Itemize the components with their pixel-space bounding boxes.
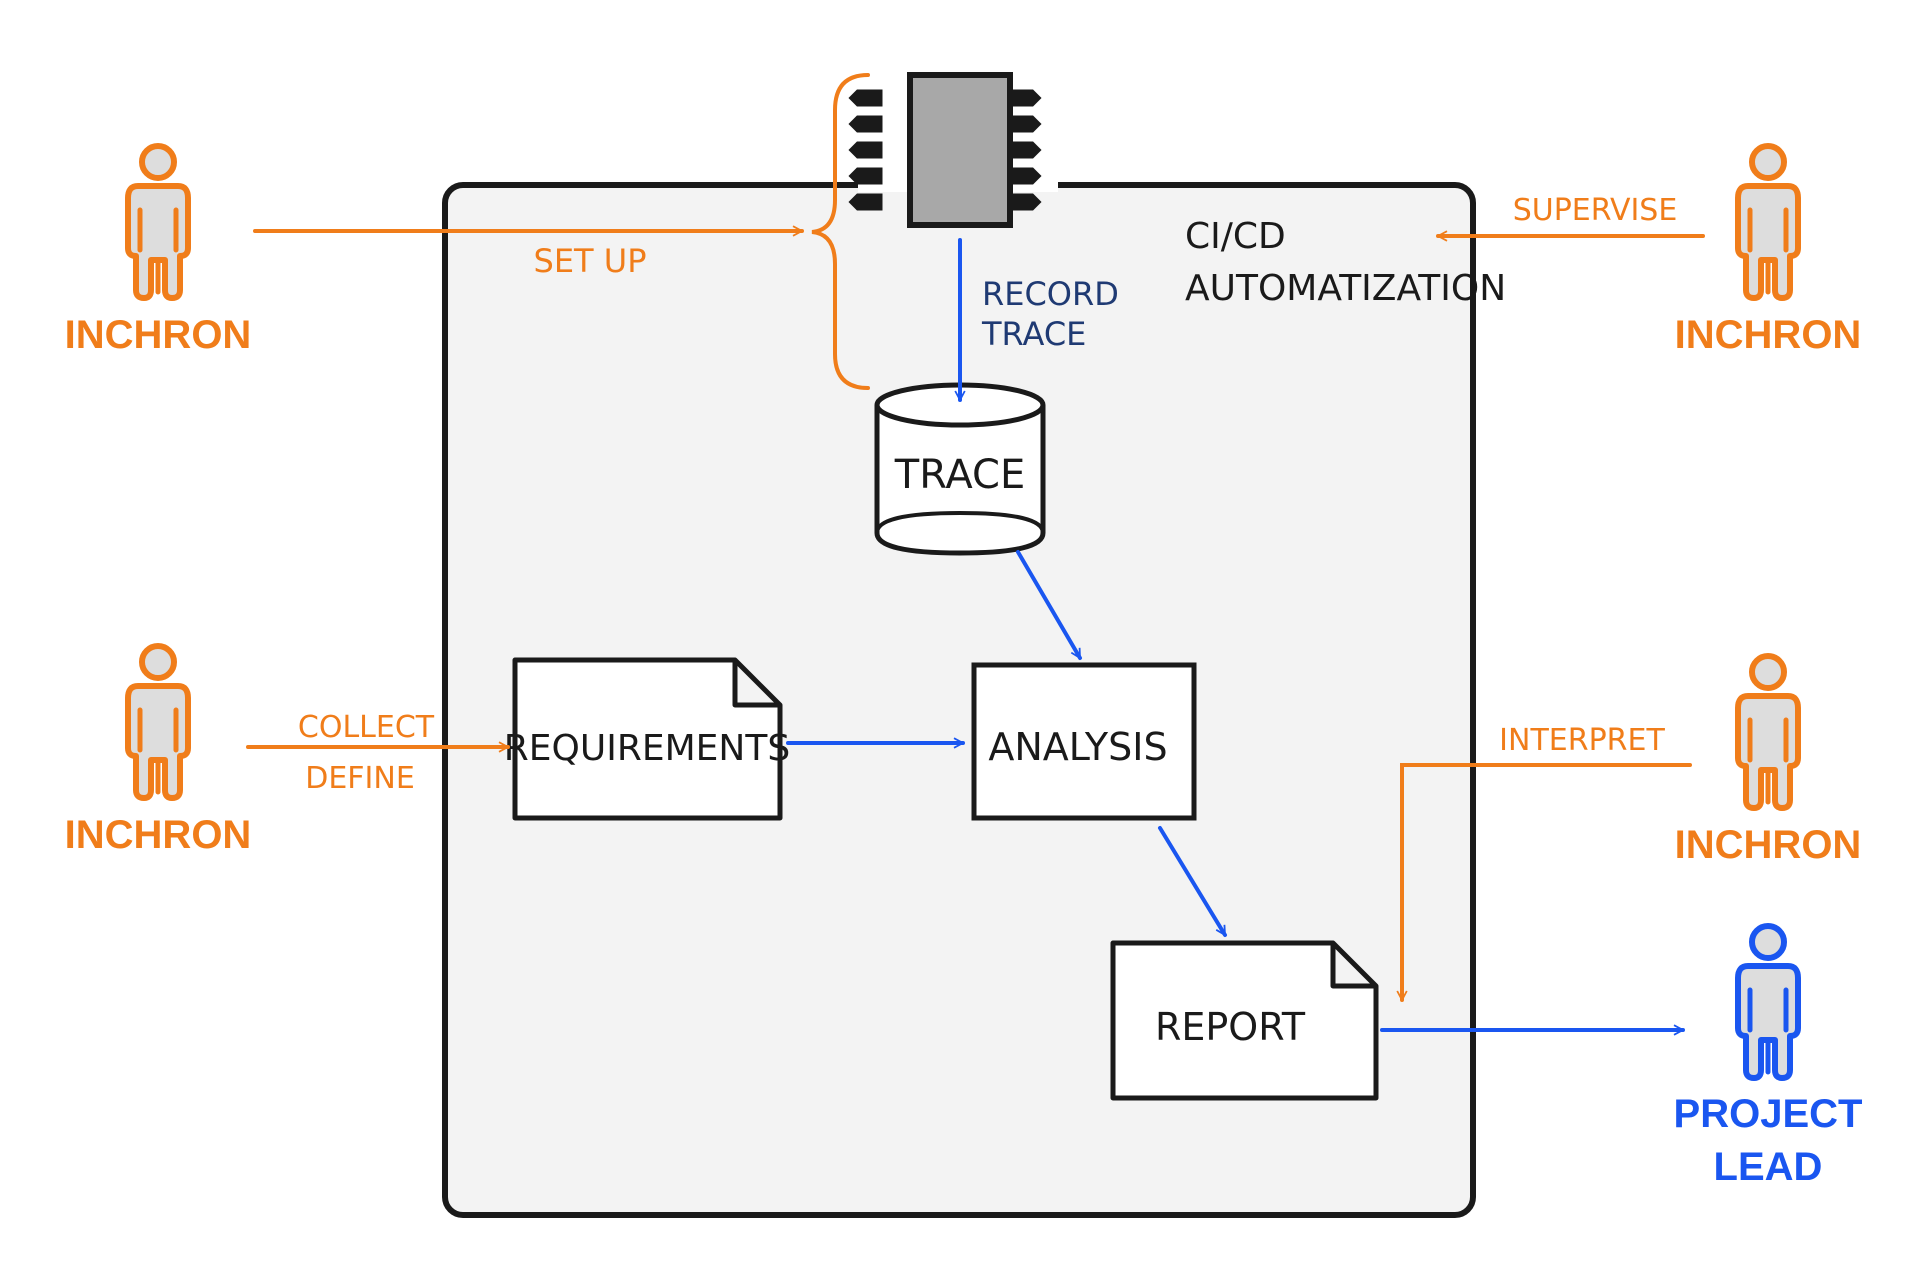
collect-label: COLLECT	[298, 710, 435, 745]
trace-to-analysis-arrow	[1016, 550, 1082, 660]
person-icon-top-right	[1738, 146, 1798, 298]
project-lead-label-line1: PROJECT	[1674, 1092, 1863, 1136]
define-label: DEFINE	[305, 761, 415, 796]
actor-arrows	[246, 225, 1705, 1002]
project-lead-label-line2: LEAD	[1714, 1145, 1823, 1189]
record-label-line2: TRACE	[981, 315, 1086, 353]
trace-database-icon	[874, 382, 1046, 556]
setup-label: SET UP	[534, 242, 647, 280]
flow-arrows	[786, 238, 1685, 1036]
setup-brace	[811, 73, 870, 390]
container-title-line2: AUTOMATIZATION	[1185, 268, 1506, 309]
actor-mid-right-label: INCHRON	[1675, 823, 1862, 867]
microchip-icon	[848, 72, 1058, 228]
person-icon-mid-right	[1738, 656, 1798, 808]
analysis-box	[971, 662, 1197, 821]
requirements-document-icon	[512, 657, 783, 821]
interpret-arrow	[1396, 763, 1692, 1002]
requirements-node-label: REQUIREMENTS	[504, 728, 790, 769]
person-icon-project-lead	[1738, 926, 1798, 1078]
container-title-line1: CI/CD	[1185, 216, 1286, 257]
trace-node-label: TRACE	[894, 452, 1025, 498]
record-label-line1: RECORD	[982, 275, 1119, 313]
analysis-node-label: ANALYSIS	[988, 725, 1167, 769]
report-node-label: REPORT	[1155, 1005, 1306, 1049]
person-icon-mid-left	[128, 646, 188, 798]
interpret-label: INTERPRET	[1499, 723, 1665, 758]
actor-mid-left-label: INCHRON	[65, 813, 252, 857]
person-icon-top-left	[128, 146, 188, 298]
report-document-icon	[1110, 940, 1379, 1101]
analysis-to-report-arrow	[1158, 826, 1227, 937]
actor-top-left-label: INCHRON	[65, 313, 252, 357]
actor-top-right-label: INCHRON	[1675, 313, 1862, 357]
supervise-label: SUPERVISE	[1513, 193, 1678, 228]
